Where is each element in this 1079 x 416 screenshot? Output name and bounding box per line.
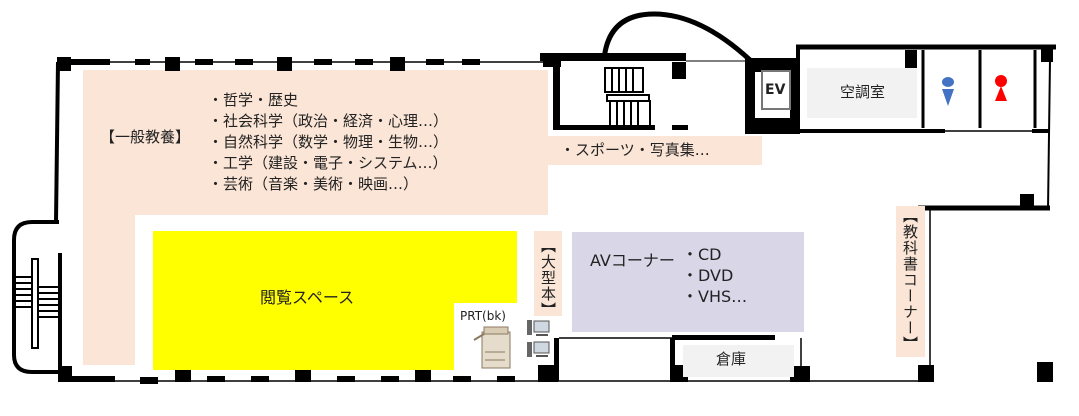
printer-icon xyxy=(473,326,511,369)
subject-item: ・哲学・歴史 xyxy=(208,91,299,109)
left-stair-icon xyxy=(14,258,58,349)
general-area-fill xyxy=(83,70,762,365)
top-wall xyxy=(57,53,561,71)
reading-space-label: 閲覧スペース xyxy=(260,288,355,307)
av-media-item: ・DVD xyxy=(682,266,734,285)
reading-space-fill xyxy=(153,231,517,370)
left-wall xyxy=(12,61,62,381)
upper-stair-icon xyxy=(604,67,651,127)
right-rooms-walls xyxy=(796,44,1056,370)
av-media-item: ・CD xyxy=(682,245,722,264)
subject-item: ・社会科学（政治・経済・心理…） xyxy=(208,112,449,130)
bottom-wall xyxy=(58,337,1053,384)
textbook-corner-fill xyxy=(896,206,925,357)
upper-stair-block xyxy=(540,11,800,134)
large-books-label: 【大型本】 xyxy=(539,238,557,318)
storage-label: 倉庫 xyxy=(716,350,747,368)
female-toilet-icon xyxy=(995,75,1007,101)
printer-label: PRT(bk) xyxy=(460,309,506,323)
av-corner-fill xyxy=(572,232,804,332)
elevator-box xyxy=(761,70,791,110)
general-section-label: 【一般教養】 xyxy=(100,128,191,146)
ac-room-label: 空調室 xyxy=(840,83,886,101)
av-media-list: ・CD ・DVD ・VHS… xyxy=(682,244,747,307)
subject-item: ・工学（建設・電子・システム…） xyxy=(208,154,448,172)
subject-item: ・自然科学（数学・物理・生物…） xyxy=(208,133,449,151)
computer-icon xyxy=(527,320,550,336)
av-corner-label: AVコーナー xyxy=(590,251,675,270)
computer-icon xyxy=(527,341,550,357)
subject-item: ・芸術（音楽・美術・映画…） xyxy=(208,175,419,193)
male-toilet-icon xyxy=(942,77,954,106)
textbook-corner-label: 【教科書コーナー】 xyxy=(901,208,919,352)
av-media-item: ・VHS… xyxy=(682,287,748,306)
general-subject-list: ・哲学・歴史 ・社会科学（政治・経済・心理…） ・自然科学（数学・物理・生物…）… xyxy=(208,90,448,195)
sports-photo-label: ・スポーツ・写真集… xyxy=(560,141,710,159)
elevator-label: EV xyxy=(765,82,786,98)
large-books-fill xyxy=(534,231,562,316)
storage-walls xyxy=(670,335,810,382)
